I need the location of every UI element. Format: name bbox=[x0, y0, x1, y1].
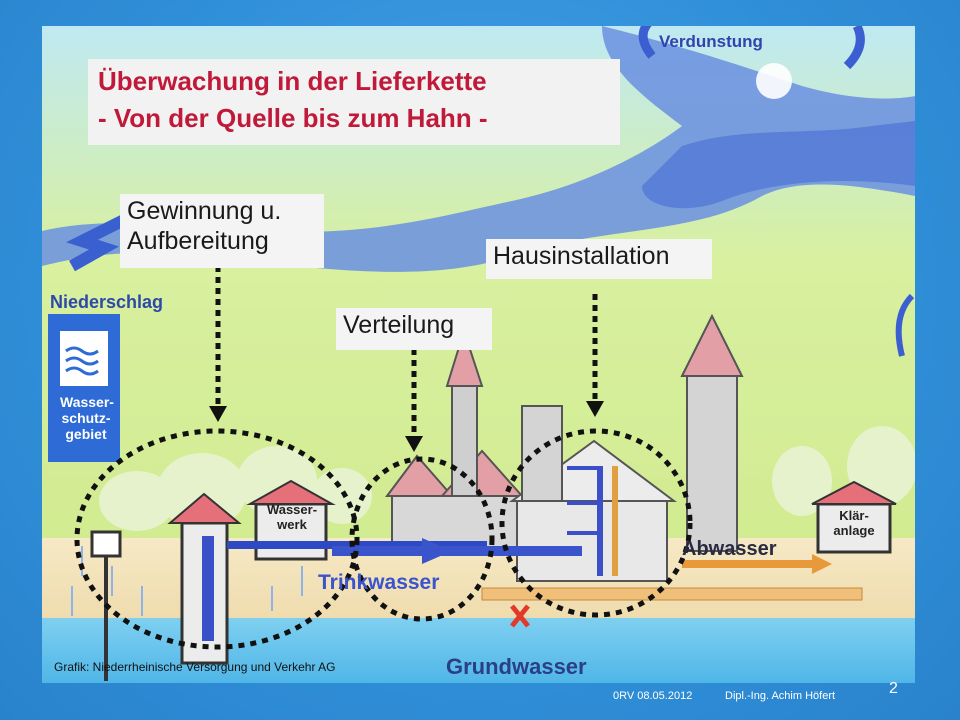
footer-date: 0RV 08.05.2012 bbox=[613, 690, 693, 702]
pump-pipe bbox=[104, 556, 108, 681]
pointer-lines bbox=[215, 266, 598, 436]
sewage-arrow bbox=[812, 554, 832, 574]
circle-verteilung bbox=[349, 456, 495, 622]
leak-cross-icon bbox=[510, 604, 530, 628]
circle-hausinstallation bbox=[499, 428, 693, 618]
footer-author: Dipl.-Ing. Achim Höfert bbox=[725, 690, 836, 702]
title-line-2: - Von der Quelle bis zum Hahn - bbox=[98, 103, 488, 133]
label-klaeranlage-line1: Klär- bbox=[839, 508, 869, 523]
evaporation-arrow bbox=[895, 293, 915, 357]
label-wasserwerk: Wasser- werk bbox=[262, 502, 322, 532]
wave-icon bbox=[65, 346, 99, 356]
highlight-circles bbox=[74, 428, 693, 650]
label-wasserschutz-line2: schutz- bbox=[61, 410, 111, 426]
evaporation-arrow bbox=[843, 26, 865, 70]
waterworks-building bbox=[254, 502, 328, 561]
label-niederschlag: Niederschlag bbox=[50, 292, 164, 312]
label-grundwasser: Grundwasser bbox=[446, 654, 587, 679]
label-trinkwasser: Trinkwasser bbox=[318, 571, 440, 594]
sewage-plant-roof bbox=[811, 480, 897, 505]
label-abwasser: Abwasser bbox=[682, 538, 777, 560]
label-klaeranlage: Klär- anlage bbox=[824, 508, 884, 538]
cloud-stream-lower bbox=[642, 121, 915, 209]
callout-gewinnung: Gewinnung u. Aufbereitung bbox=[120, 194, 324, 268]
wave-icon bbox=[65, 366, 99, 376]
sewage-pipe bbox=[481, 587, 863, 601]
drinking-water-main bbox=[332, 546, 582, 556]
sewage-flow bbox=[682, 560, 822, 568]
infiltration-arrows bbox=[71, 546, 303, 616]
drinking-water-pipe bbox=[227, 541, 487, 549]
callout-verteilung: Verteilung bbox=[336, 308, 492, 350]
evaporation-arrow bbox=[638, 26, 656, 59]
waterworks-roof bbox=[246, 479, 336, 505]
image-credit: Grafik: Niederrheinische Versorgung und … bbox=[54, 660, 336, 674]
water-cycle-illustration: Überwachung in der Lieferkette - Von der… bbox=[42, 26, 915, 683]
sun-reflection bbox=[756, 63, 792, 99]
circle-gewinnung bbox=[74, 428, 360, 650]
label-klaeranlage-line2: anlage bbox=[833, 523, 875, 538]
label-wasserschutz-line3: gebiet bbox=[65, 426, 107, 442]
callout-gewinnung-line1: Gewinnung u. bbox=[127, 197, 282, 225]
label-wasserschutzgebiet: Wasser- schutz- gebiet bbox=[60, 394, 114, 442]
label-wasserwerk-line2: werk bbox=[277, 517, 307, 532]
label-verdunstung: Verdunstung bbox=[659, 32, 763, 51]
title-line-1: Überwachung in der Lieferkette bbox=[98, 66, 487, 96]
label-wasserwerk-line1: Wasser- bbox=[266, 502, 318, 517]
drinking-water-arrow bbox=[422, 538, 452, 564]
wave-icon bbox=[65, 356, 99, 366]
page-number: 2 bbox=[889, 680, 898, 697]
well-pipe bbox=[202, 536, 214, 641]
label-wasserschutz-line1: Wasser- bbox=[60, 394, 114, 410]
precipitation-arrow bbox=[66, 210, 135, 272]
callout-gewinnung-line2: Aufbereitung bbox=[127, 226, 269, 255]
callout-hausinstallation: Hausinstallation bbox=[486, 239, 712, 279]
pump-box bbox=[90, 530, 122, 558]
cloud-stream bbox=[42, 26, 915, 272]
apartment-house bbox=[508, 313, 744, 582]
slide-title: Überwachung in der Lieferkette - Von der… bbox=[88, 59, 620, 145]
pointer-arrowheads bbox=[209, 401, 604, 452]
well-house-roof bbox=[167, 492, 242, 524]
